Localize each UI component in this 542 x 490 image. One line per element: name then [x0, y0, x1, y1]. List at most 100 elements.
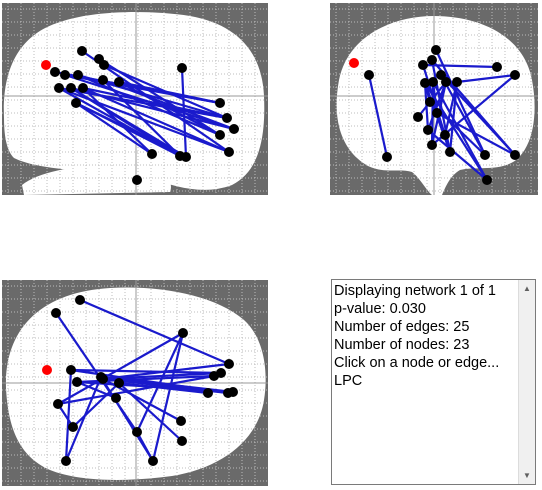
network-edge[interactable] — [102, 78, 235, 131]
network-edge[interactable] — [427, 129, 488, 181]
network-node[interactable] — [445, 147, 455, 157]
network-node[interactable] — [53, 399, 63, 409]
network-edge[interactable] — [82, 86, 228, 120]
network-edge[interactable] — [82, 87, 153, 155]
network-node[interactable] — [480, 150, 490, 160]
network-node[interactable] — [431, 45, 441, 55]
selected-network-node[interactable] — [42, 365, 52, 375]
network-edge[interactable] — [70, 368, 222, 375]
network-node[interactable] — [452, 77, 462, 87]
network-node[interactable] — [66, 365, 76, 375]
network-node[interactable] — [482, 175, 492, 185]
network-node[interactable] — [60, 70, 70, 80]
network-node[interactable] — [178, 328, 188, 338]
network-node[interactable] — [425, 97, 435, 107]
network-node[interactable] — [427, 55, 437, 65]
network-edge[interactable] — [448, 81, 459, 153]
network-node[interactable] — [77, 46, 87, 56]
network-node[interactable] — [427, 140, 437, 150]
network-node[interactable] — [98, 374, 108, 384]
network-node[interactable] — [181, 152, 191, 162]
network-edge[interactable] — [136, 332, 184, 433]
network-node[interactable] — [99, 60, 109, 70]
network-edge[interactable] — [98, 58, 221, 136]
network-node[interactable] — [148, 456, 158, 466]
network-node[interactable] — [114, 378, 124, 388]
network-node[interactable] — [50, 67, 60, 77]
network-node[interactable] — [436, 70, 446, 80]
network-node[interactable] — [176, 416, 186, 426]
network-node[interactable] — [418, 60, 428, 70]
network-edge[interactable] — [443, 81, 459, 136]
network-node[interactable] — [209, 371, 219, 381]
network-node[interactable] — [147, 149, 157, 159]
network-node[interactable] — [54, 83, 64, 93]
network-edge[interactable] — [435, 49, 486, 156]
selected-network-node[interactable] — [41, 60, 51, 70]
network-node[interactable] — [440, 130, 450, 140]
sagittal-nodes — [41, 46, 239, 185]
network-node[interactable] — [111, 393, 121, 403]
network-edge[interactable] — [367, 74, 389, 158]
listbox-scrollbar[interactable]: ▲ ▼ — [518, 280, 535, 484]
network-node[interactable] — [73, 70, 83, 80]
network-node[interactable] — [222, 113, 232, 123]
network-node[interactable] — [224, 359, 234, 369]
network-edge[interactable] — [118, 382, 183, 442]
network-edge[interactable] — [82, 86, 230, 154]
network-edge[interactable] — [79, 298, 230, 366]
network-node[interactable] — [215, 98, 225, 108]
network-info-listbox[interactable]: Displaying network 1 of 1 p-value: 0.030… — [331, 279, 536, 485]
network-edge[interactable] — [151, 332, 185, 462]
network-node[interactable] — [68, 422, 78, 432]
network-node[interactable] — [78, 83, 88, 93]
network-edge[interactable] — [57, 374, 215, 406]
network-edge[interactable] — [456, 73, 516, 84]
scroll-down-arrow-icon[interactable]: ▼ — [523, 471, 531, 480]
network-node[interactable] — [492, 62, 502, 72]
network-edge[interactable] — [440, 74, 486, 156]
selected-network-node[interactable] — [349, 58, 359, 68]
network-node[interactable] — [510, 70, 520, 80]
network-node[interactable] — [71, 98, 81, 108]
network-node[interactable] — [61, 456, 71, 466]
scroll-up-arrow-icon[interactable]: ▲ — [523, 284, 531, 293]
network-edge[interactable] — [72, 382, 120, 428]
network-node[interactable] — [428, 77, 438, 87]
network-node[interactable] — [72, 377, 82, 387]
network-node[interactable] — [441, 77, 451, 87]
network-node[interactable] — [215, 130, 225, 140]
network-edge[interactable] — [64, 376, 103, 462]
network-node[interactable] — [177, 436, 187, 446]
network-node[interactable] — [364, 70, 374, 80]
network-edge[interactable] — [436, 112, 516, 156]
network-node[interactable] — [177, 63, 187, 73]
network-node[interactable] — [382, 152, 392, 162]
network-edge[interactable] — [64, 369, 73, 462]
network-node[interactable] — [413, 112, 423, 122]
network-node[interactable] — [114, 77, 124, 87]
network-node[interactable] — [229, 124, 239, 134]
network-edge[interactable] — [136, 431, 154, 462]
network-node[interactable] — [420, 78, 430, 88]
network-node[interactable] — [224, 147, 234, 157]
network-edge[interactable] — [75, 102, 153, 155]
network-edge[interactable] — [70, 86, 235, 131]
network-node[interactable] — [132, 427, 142, 437]
network-node[interactable] — [510, 150, 520, 160]
network-node[interactable] — [98, 75, 108, 85]
network-node[interactable] — [203, 388, 213, 398]
network-node[interactable] — [132, 175, 142, 185]
network-node[interactable] — [66, 83, 76, 93]
network-node[interactable] — [423, 125, 433, 135]
network-node[interactable] — [223, 388, 233, 398]
network-edge[interactable] — [102, 362, 230, 381]
network-edge[interactable] — [75, 102, 187, 158]
network-node[interactable] — [75, 295, 85, 305]
network-edge[interactable] — [57, 332, 184, 405]
network-node[interactable] — [51, 308, 61, 318]
network-node[interactable] — [432, 108, 442, 118]
